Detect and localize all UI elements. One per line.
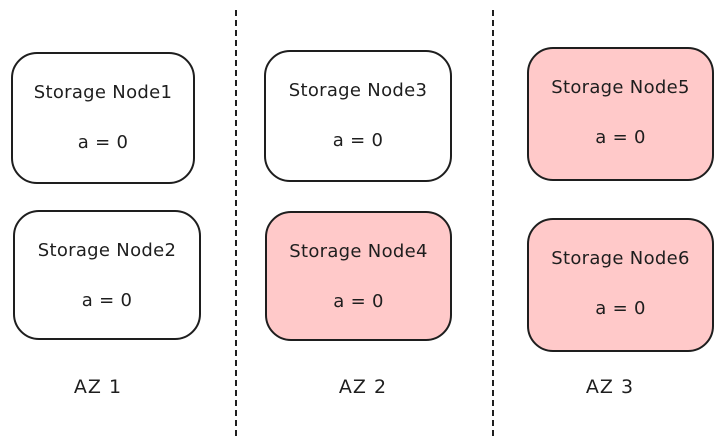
zone-divider-1 (235, 10, 237, 436)
storage-node-6: Storage Node6 a = 0 (527, 218, 714, 352)
node-title: Storage Node2 (37, 240, 177, 261)
node-title: Storage Node5 (551, 77, 690, 98)
node-title: Storage Node4 (289, 241, 428, 262)
node-value: a = 0 (81, 290, 133, 311)
az-label-3: AZ 3 (585, 376, 635, 398)
storage-node-3: Storage Node3 a = 0 (264, 50, 452, 182)
az-label-1: AZ 1 (73, 376, 123, 398)
storage-node-4: Storage Node4 a = 0 (265, 211, 452, 341)
node-title: Storage Node3 (288, 80, 428, 101)
node-title: Storage Node6 (551, 248, 690, 269)
node-value: a = 0 (595, 127, 646, 148)
node-value: a = 0 (332, 130, 384, 151)
storage-node-5: Storage Node5 a = 0 (527, 47, 714, 181)
storage-node-2: Storage Node2 a = 0 (13, 210, 201, 340)
node-value: a = 0 (77, 132, 129, 153)
node-title: Storage Node1 (33, 82, 173, 103)
node-value: a = 0 (333, 291, 384, 312)
zone-divider-2 (492, 10, 494, 436)
az-label-2: AZ 2 (338, 376, 388, 398)
node-value: a = 0 (595, 298, 646, 319)
storage-node-1: Storage Node1 a = 0 (11, 52, 195, 184)
